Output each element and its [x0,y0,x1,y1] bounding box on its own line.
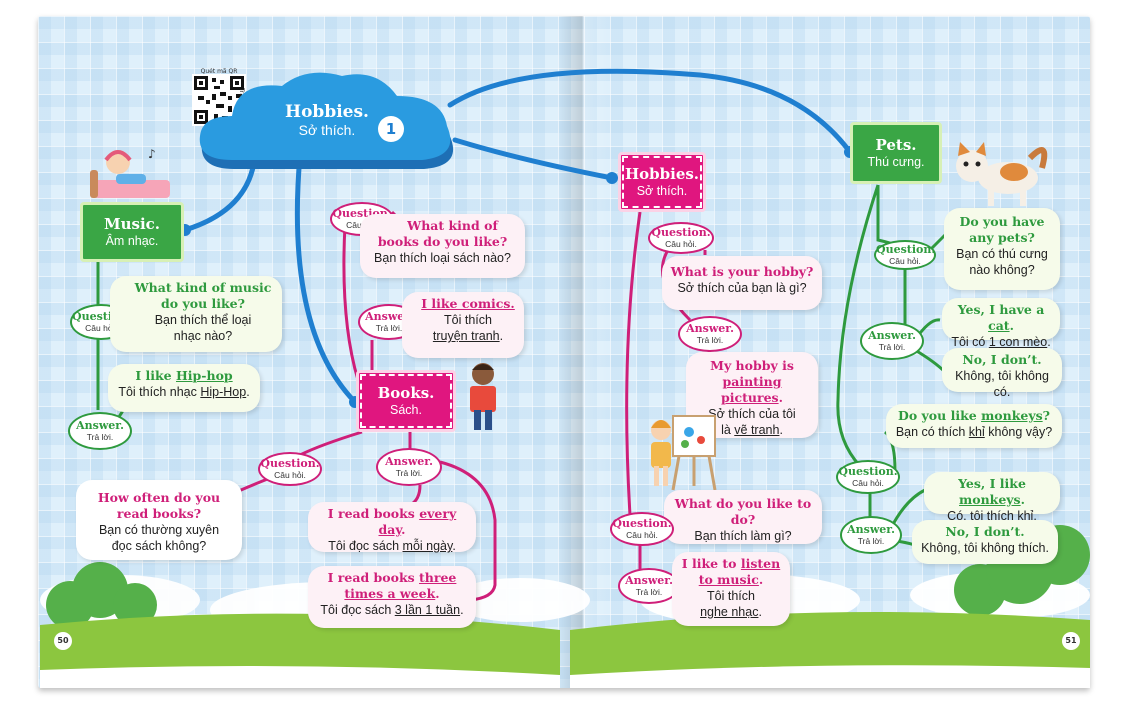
girl-headphones-illustration: ♪ [90,147,170,198]
pets-answer2-tag: Answer.Trả lời. [840,516,902,554]
hobbies-question1-bubble: What is your hobby? Sở thích của bạn là … [662,256,822,310]
topic-books-subtitle: Sách. [390,403,422,417]
pets-answer1-bubble: Yes, I have a cat. Tôi có 1 con mèo. [942,298,1060,349]
music-question-bubble: What kind of music do you like? Bạn thíc… [110,276,282,352]
hobbies-answer2-bubble: I like to listen to music. Tôi thích ngh… [672,552,790,626]
cat-illustration [956,142,1048,206]
pets-question1-bubble: Do you have any pets? Bạn có thú cưng nà… [944,208,1060,290]
hobbies-question2-tag: Question.Câu hỏi. [610,512,674,546]
hobbies-answer1-tag: Answer.Trả lời. [678,316,742,352]
svg-text:♪: ♪ [148,147,156,161]
topic-books-title: Books. [377,384,435,402]
pets-answer2-bubble: No, I don’t. Không, tôi không có. [942,348,1062,399]
pets-answer3-bubble: Yes, I like monkeys. Có, tôi thích khỉ. [924,472,1060,523]
book-spine [558,16,608,688]
pets-question1-tag: Question.Câu hỏi. [874,240,936,270]
boy-reading-illustration [470,363,496,430]
topic-hobbies-title: Hobbies. [624,165,700,183]
topic-pets-title: Pets. [875,136,917,154]
lesson-number-badge: 1 [378,116,404,142]
center-title: Hobbies. Sở thích. [285,102,369,138]
topic-books[interactable]: Books. Sách. [356,370,456,432]
music-answer-tag: Answer.Trả lời. [68,412,132,450]
girl-painting-illustration [651,415,717,491]
pets-answer4-bubble: No, I don’t. Không, tôi không thích. [912,520,1058,564]
music-answer-bubble: I like Hip-hop Tôi thích nhạc Hip-Hop. [108,364,260,412]
topic-music-subtitle: Âm nhạc. [105,234,159,248]
books-answer-tag: Answer.Trả lời. [376,448,442,486]
books-question2-tag: Question.Câu hỏi. [258,452,322,486]
pets-question2-bubble: Do you like monkeys? Bạn có thích khỉ kh… [886,404,1062,448]
books-question1-bubble: What kind of books do you like? Bạn thíc… [360,214,525,278]
topic-hobbies-subtitle: Sở thích. [636,184,688,198]
topic-hobbies[interactable]: Hobbies. Sở thích. [618,152,706,212]
books-question2-bubble: How often do you read books? Bạn có thườ… [76,480,242,560]
pets-question2-tag: Question.Câu hỏi. [836,460,900,494]
hobbies-answer2-tag: Answer.Trả lời. [618,568,680,604]
qr-label: Quét mã QR [200,68,238,75]
hobbies-question1-tag: Question.Câu hỏi. [648,222,714,254]
hobbies-question2-bubble: What do you like to do? Bạn thích làm gì… [664,490,822,544]
page-number-right: 51 [1062,632,1080,650]
topic-music[interactable]: Music. Âm nhạc. [80,202,184,262]
books-answer1-bubble: I like comics. Tôi thích truyện tranh. [402,292,524,358]
topic-pets-subtitle: Thú cưng. [867,155,925,169]
topic-music-title: Music. [103,215,160,233]
page-number-left: 50 [54,632,72,650]
books-answer3-bubble: I read books three times a week. Tôi đọc… [308,566,476,628]
books-answer2-bubble: I read books every day. Tôi đọc sách mỗi… [308,502,476,553]
topic-pets[interactable]: Pets. Thú cưng. [850,122,942,184]
pets-answer1-tag: Answer.Trả lời. [860,322,924,360]
